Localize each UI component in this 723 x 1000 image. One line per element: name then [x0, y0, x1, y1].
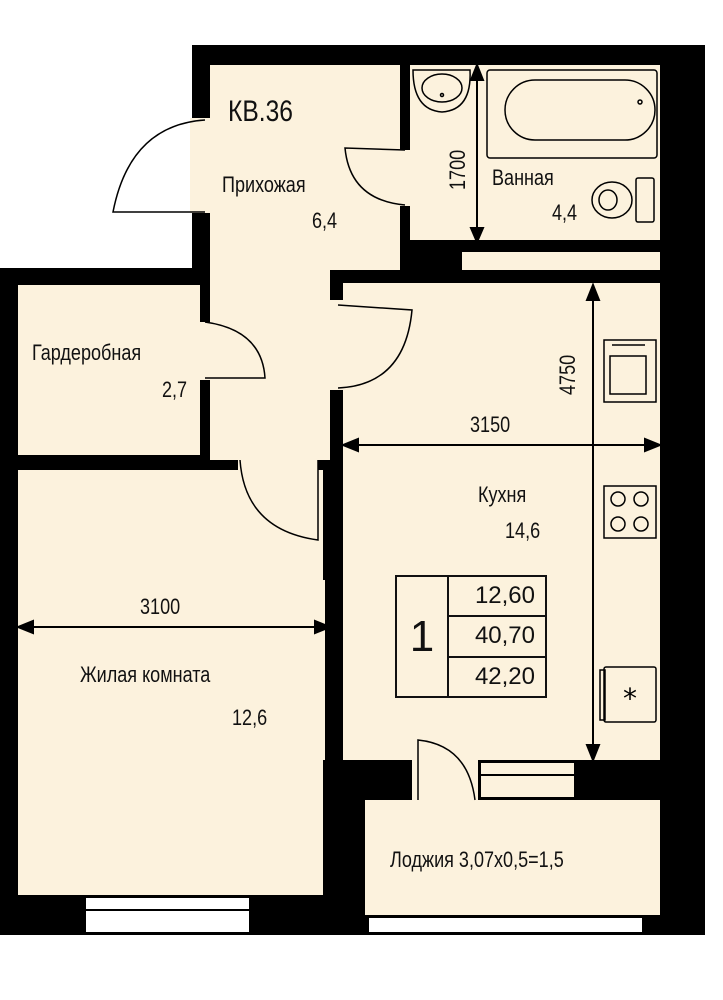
total-with-loggia-value: 42,20	[474, 662, 535, 690]
loggia-window	[367, 916, 644, 934]
hallway-floor	[210, 65, 400, 270]
bathroom-floor	[410, 65, 660, 240]
area-summary-table: 1 12,60 40,70 42,20	[395, 575, 547, 698]
living-window	[84, 896, 251, 934]
living-door-gap	[238, 456, 318, 472]
room-name-bathroom: Ванная	[492, 165, 554, 190]
room-name-kitchen: Кухня	[478, 482, 527, 507]
stove-icon	[603, 485, 657, 539]
entrance-door-gap	[190, 118, 212, 213]
wardrobe-door-swing	[204, 321, 266, 379]
apartment-number: КВ.36	[228, 95, 293, 128]
dim-3100-label: 3100	[140, 594, 181, 619]
rooms-count: 1	[397, 577, 449, 696]
room-area-hallway: 6,4	[312, 208, 338, 233]
living-door-swing	[239, 459, 319, 541]
hallway-floor-lower	[210, 265, 330, 460]
kitchen-sink-icon	[603, 339, 657, 403]
bath-door-gap	[398, 150, 412, 206]
living-floor	[18, 470, 323, 895]
wardrobe-floor	[18, 285, 200, 455]
kitchen-loggia-window	[479, 761, 576, 799]
fridge-icon	[599, 666, 657, 723]
living-floor-ext	[305, 580, 325, 760]
bath-door-swing	[344, 147, 406, 206]
dim-4750-label: 4750	[555, 354, 580, 395]
fridge-snowflake-icon: *	[623, 682, 637, 715]
dim-1700-label: 1700	[445, 149, 470, 190]
loggia-door-swing	[417, 739, 476, 801]
room-name-loggia: Лоджия 3,07x0,5=1,5	[390, 847, 564, 872]
total-area-value: 40,70	[449, 617, 545, 658]
room-area-wardrobe: 2,7	[162, 377, 188, 402]
entrance-door-swing	[112, 119, 206, 213]
kitchen-door-swing	[337, 304, 413, 389]
room-area-living: 12,6	[232, 705, 268, 730]
kitchen-door-gap	[328, 300, 345, 390]
niche-floor	[462, 252, 660, 270]
sink-icon	[412, 69, 471, 113]
room-name-hallway: Прихожая	[222, 172, 306, 197]
wardrobe-door-gap	[198, 322, 212, 380]
bathtub-icon	[486, 69, 658, 159]
kitchen-loggia-door-gap	[412, 758, 478, 802]
loggia-floor	[365, 800, 660, 915]
room-area-kitchen: 14,6	[505, 518, 541, 543]
living-area-value: 12,60	[449, 577, 545, 618]
toilet-icon	[591, 177, 655, 223]
dim-3150-label: 3150	[470, 412, 511, 437]
room-area-bathroom: 4,4	[552, 200, 578, 225]
room-name-living: Жилая комната	[80, 662, 211, 687]
room-name-wardrobe: Гардеробная	[32, 340, 142, 365]
